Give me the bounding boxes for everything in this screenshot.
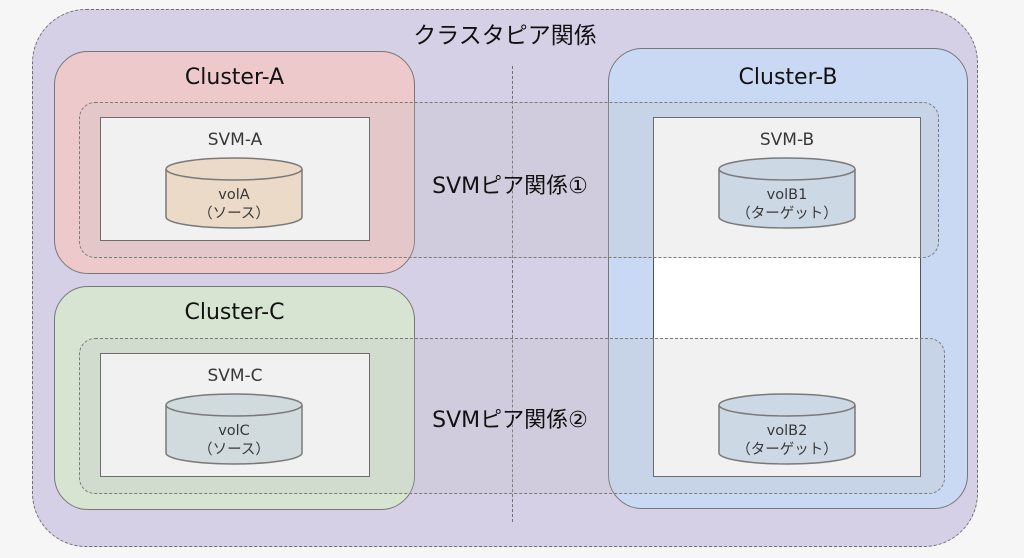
svm-b-label: SVM-B bbox=[759, 130, 815, 150]
svm-peer-region-2 bbox=[79, 338, 945, 494]
volc-name: volC bbox=[218, 423, 250, 439]
volb1-cylinder-icon bbox=[718, 157, 856, 229]
volb2-cylinder-icon bbox=[718, 393, 856, 465]
cluster-c-label: Cluster-C bbox=[184, 300, 285, 325]
cluster-peer-title: クラスタピア関係 bbox=[413, 23, 597, 49]
volb2-name: volB2 bbox=[766, 423, 808, 439]
svm-peer-region-1 bbox=[79, 102, 939, 258]
volc-label: volC （ソース） bbox=[165, 422, 303, 460]
volb2-role: （ターゲット） bbox=[736, 442, 838, 458]
volb1-label: volB1 （ターゲット） bbox=[718, 186, 856, 224]
svm-peer-1-label: SVMピア関係① bbox=[432, 174, 588, 199]
cluster-a-label: Cluster-A bbox=[184, 65, 285, 90]
svm-c-label: SVM-C bbox=[207, 366, 263, 386]
volc-cylinder-icon bbox=[165, 393, 303, 465]
volc-role: （ソース） bbox=[198, 442, 270, 458]
vola-cylinder-icon bbox=[165, 157, 303, 229]
volb2-label: volB2 （ターゲット） bbox=[718, 422, 856, 460]
vola-label: volA （ソース） bbox=[165, 186, 303, 224]
svm-peer-2-label: SVMピア関係② bbox=[432, 408, 588, 433]
volb1-name: volB1 bbox=[766, 187, 808, 203]
vola-role: （ソース） bbox=[198, 206, 270, 222]
center-divider bbox=[512, 66, 513, 522]
vola-name: volA bbox=[218, 187, 250, 203]
volb1-role: （ターゲット） bbox=[736, 206, 838, 222]
cluster-b-label: Cluster-B bbox=[738, 65, 838, 90]
svm-a-label: SVM-A bbox=[207, 130, 263, 150]
